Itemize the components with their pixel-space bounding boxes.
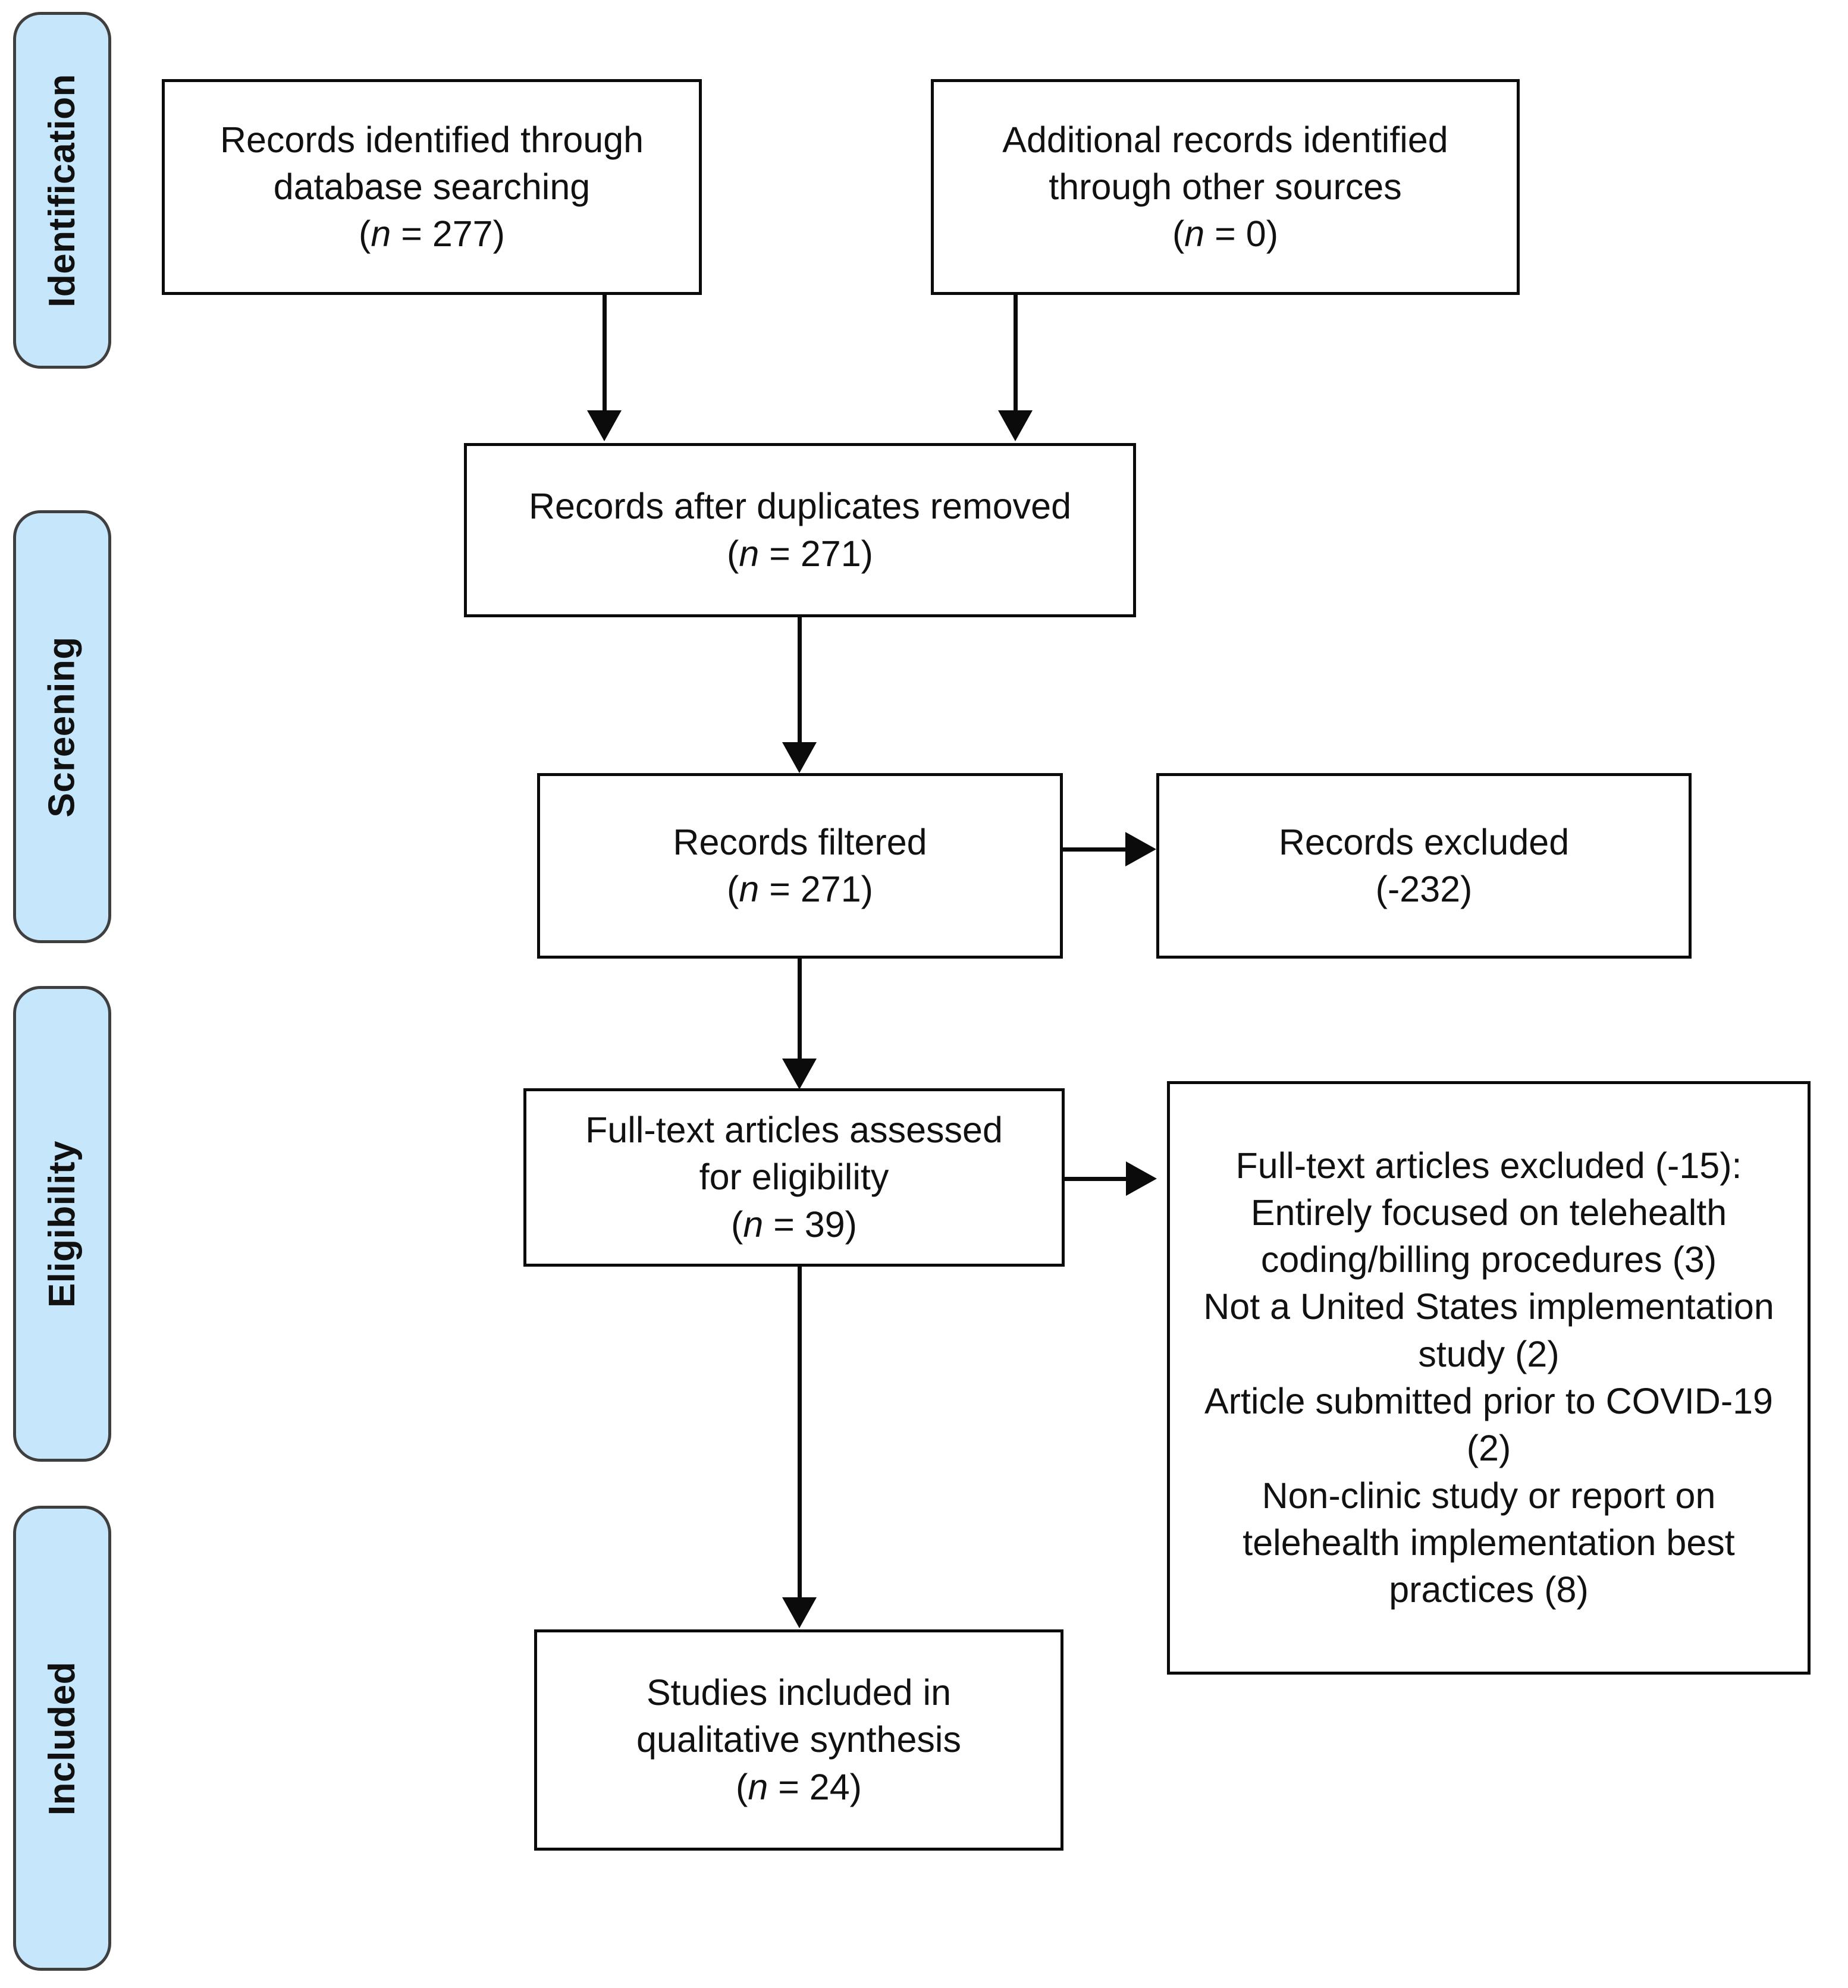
records-excluded-count: (-232) [1375, 869, 1473, 909]
stage-eligibility: Eligibility [13, 986, 111, 1462]
fulltext-assessed-line1: Full-text articles assessed [585, 1110, 1003, 1151]
node-studies-included-text: Studies included in qualitative synthesi… [636, 1669, 961, 1811]
after-duplicates-line1: Records after duplicates removed [528, 486, 1072, 527]
records-identified-line2: database searching [273, 166, 591, 207]
fulltext-assessed-count: (n = 39) [731, 1204, 857, 1245]
node-studies-included: Studies included in qualitative synthesi… [534, 1629, 1063, 1851]
additional-records-line1: Additional records identified [1002, 119, 1448, 160]
records-identified-line1: Records identified through [219, 119, 644, 160]
connector-assessed-to-excluded-arrow [1126, 1161, 1157, 1196]
node-fulltext-assessed-text: Full-text articles assessed for eligibil… [585, 1107, 1003, 1248]
node-fulltext-excluded-text: Full-text articles excluded (-15): Entir… [1183, 1142, 1794, 1614]
records-filtered-line1: Records filtered [673, 821, 927, 862]
connector-filtered-to-fulltext-line [798, 959, 802, 1059]
connector-assessed-to-included-arrow [782, 1597, 817, 1628]
fulltext-excluded-reason-3: Article submitted prior to COVID-19 (2) [1204, 1381, 1773, 1469]
after-duplicates-count: (n = 271) [727, 533, 873, 574]
node-records-identified: Records identified through database sear… [162, 79, 702, 295]
records-filtered-count: (n = 271) [727, 869, 873, 909]
connector-additional-to-dedup-arrow [998, 410, 1033, 441]
stage-identification-label: Identification [42, 73, 83, 307]
node-records-after-duplicates: Records after duplicates removed (n = 27… [464, 443, 1136, 617]
node-records-identified-text: Records identified through database sear… [220, 117, 644, 258]
records-excluded-line1: Records excluded [1278, 821, 1570, 862]
node-fulltext-assessed: Full-text articles assessed for eligibil… [523, 1088, 1065, 1267]
fulltext-excluded-reason-1: Entirely focused on telehealth coding/bi… [1250, 1192, 1727, 1280]
connector-dedup-to-filtered-arrow [782, 742, 817, 773]
studies-included-line1: Studies included in [646, 1672, 952, 1713]
connector-filtered-to-excluded-arrow [1125, 832, 1156, 866]
stage-screening-label: Screening [42, 636, 83, 818]
node-fulltext-excluded: Full-text articles excluded (-15): Entir… [1167, 1081, 1811, 1675]
studies-included-line2: qualitative synthesis [636, 1719, 961, 1760]
additional-records-line2: through other sources [1049, 166, 1402, 207]
node-records-after-duplicates-text: Records after duplicates removed (n = 27… [529, 483, 1071, 577]
node-additional-records: Additional records identified through ot… [931, 79, 1520, 295]
fulltext-excluded-heading: Full-text articles excluded (-15): [1235, 1145, 1742, 1186]
stage-identification: Identification [13, 12, 111, 369]
stage-screening: Screening [13, 510, 111, 943]
node-additional-records-text: Additional records identified through ot… [1002, 117, 1448, 258]
records-identified-count: (n = 277) [359, 213, 505, 255]
node-records-filtered: Records filtered (n = 271) [537, 773, 1063, 959]
additional-records-count: (n = 0) [1172, 213, 1279, 255]
stage-eligibility-label: Eligibility [42, 1140, 83, 1308]
connector-identified-to-dedup-line [603, 295, 607, 410]
fulltext-assessed-line2: for eligibility [699, 1157, 889, 1198]
connector-assessed-to-excluded-line [1065, 1177, 1129, 1181]
connector-dedup-to-filtered-line [798, 617, 802, 742]
stage-included-label: Included [42, 1661, 83, 1816]
connector-additional-to-dedup-line [1014, 295, 1018, 410]
connector-filtered-to-fulltext-arrow [782, 1059, 817, 1089]
stage-included: Included [13, 1506, 111, 1971]
node-records-excluded: Records excluded (-232) [1156, 773, 1692, 959]
connector-assessed-to-included-line [798, 1267, 802, 1597]
studies-included-count: (n = 24) [736, 1766, 862, 1807]
connector-filtered-to-excluded-line [1063, 847, 1128, 852]
connector-identified-to-dedup-arrow [587, 410, 622, 441]
node-records-filtered-text: Records filtered (n = 271) [673, 819, 927, 913]
fulltext-excluded-reason-2: Not a United States implementation study… [1203, 1286, 1774, 1374]
node-records-excluded-text: Records excluded (-232) [1279, 819, 1569, 913]
fulltext-excluded-reason-4: Non-clinic study or report on telehealth… [1243, 1475, 1735, 1610]
